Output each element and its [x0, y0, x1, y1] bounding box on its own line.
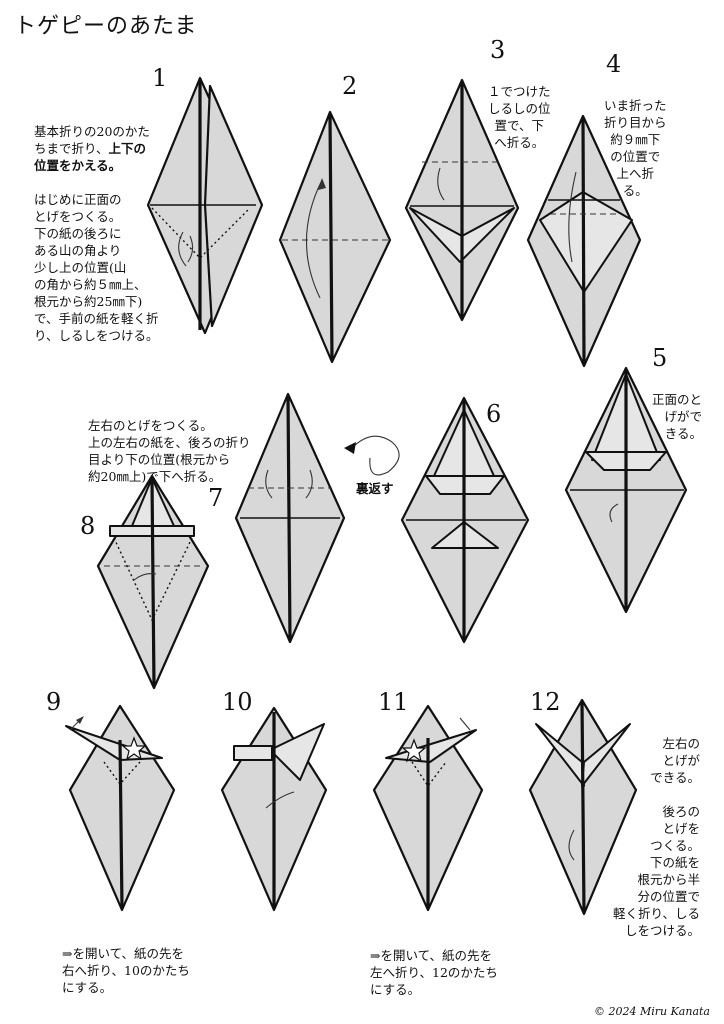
figure-step-10	[220, 706, 328, 912]
flip-label: 裏返す	[356, 481, 394, 496]
flip-arrow	[344, 435, 400, 476]
step-number-10: 10	[222, 688, 253, 716]
step-number-2: 2	[342, 72, 358, 100]
figure-step-4	[526, 114, 642, 368]
star-icon	[121, 736, 147, 761]
step-number-5: 5	[652, 344, 668, 372]
figure-step-5	[564, 366, 688, 614]
step-number-9: 9	[46, 688, 62, 716]
step-3-instruction: １でつけた しるしの位 置で、下 へ折る。	[488, 84, 551, 150]
step-number-6: 6	[486, 400, 502, 428]
step-number-7: 7	[208, 484, 224, 512]
step-number-1: 1	[152, 64, 168, 92]
step-7-instruction: 左右のとげをつくる。 上の左右の紙を、後ろの折り 目より下の位置(根元から 約2…	[88, 418, 251, 484]
step-12-instruction: 左右の とげが できる。 後ろの とげを つくる。 下の紙を 根元から半 分の位…	[612, 736, 700, 938]
step-1-instruction: 基本折りの20のかた ちまで折り、上下の 位置をかえる。 はじめに正面の とげを…	[34, 124, 159, 343]
figure-step-3	[404, 78, 520, 322]
figure-step-7	[234, 392, 346, 644]
copyright: © 2024 Miru Kanata	[593, 1005, 710, 1018]
figure-step-9	[65, 704, 176, 912]
step-9-instruction: ⇒を開いて、紙の先を 右へ折り、10のかたち にする。	[62, 946, 190, 995]
step-5-instruction: 正面のと げがで きる。	[652, 392, 703, 441]
figure-step-8	[96, 474, 210, 690]
step-4-instruction: いま折った 折り目から 約９㎜下 の位置で 上へ折 る。	[604, 98, 667, 198]
step-number-3: 3	[490, 36, 506, 64]
figure-step-1	[146, 76, 264, 335]
step-number-12: 12	[530, 688, 561, 716]
star-icon	[401, 738, 427, 763]
figure-step-6	[400, 396, 530, 644]
step-number-8: 8	[80, 512, 96, 540]
figure-step-12	[528, 698, 638, 916]
figure-step-11	[372, 704, 484, 912]
step-number-11: 11	[378, 688, 409, 716]
step-11-instruction: ⇒を開いて、紙の先を 左へ折り、12のかたち にする。	[370, 948, 498, 997]
figure-step-2	[278, 110, 392, 364]
page-title: トゲピーのあたま	[14, 14, 198, 39]
step-number-4: 4	[606, 50, 622, 78]
